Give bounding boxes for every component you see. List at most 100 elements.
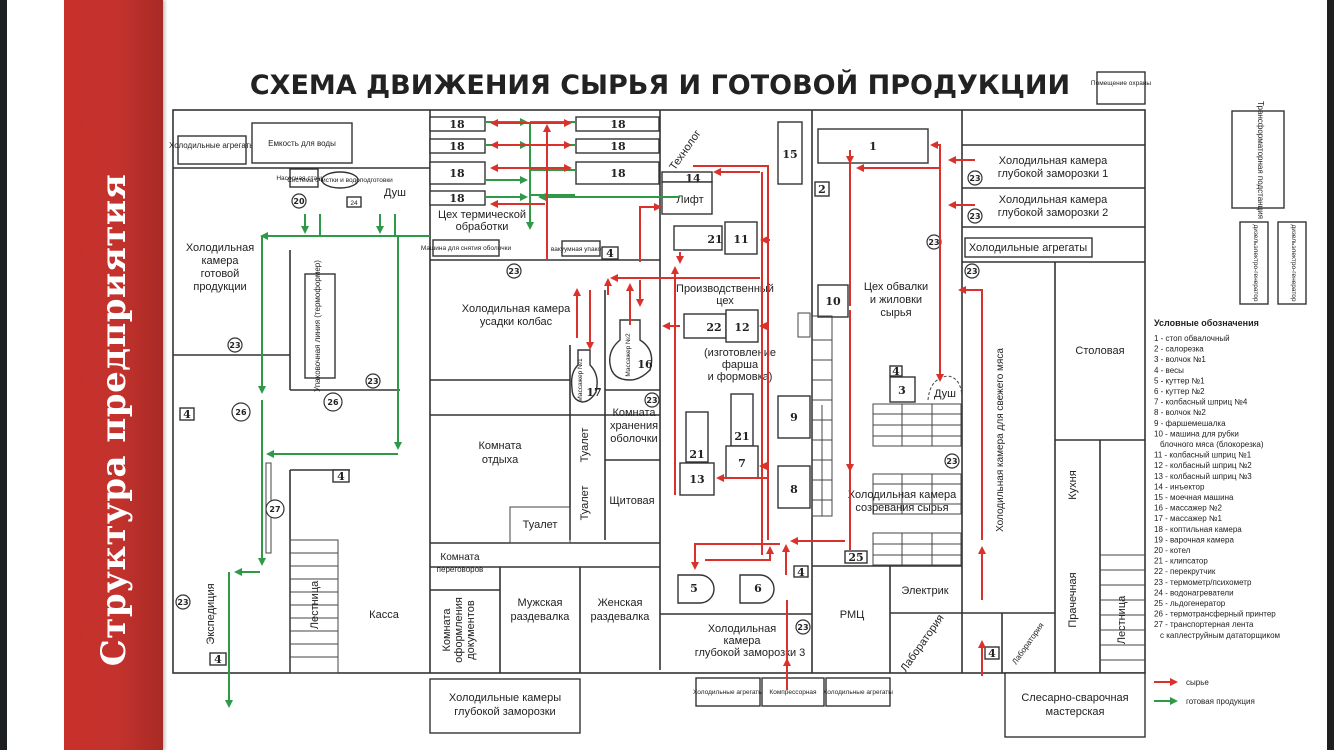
cold-units-bottom-2 — [825, 677, 891, 707]
diesel-generator-2 — [1277, 221, 1307, 305]
canteen-label: Столовая — [1075, 345, 1124, 357]
cold-units-top-label: Холодильные агрегаты — [169, 141, 255, 150]
legend-item: 12 - колбасный шприц №2 — [1154, 461, 1252, 470]
transformer-label: Трансформаторная подстанция — [1256, 101, 1265, 219]
electrician-label: Электрик — [901, 585, 948, 597]
svg-text:18: 18 — [610, 118, 626, 131]
legend-item: 8 - волчок №2 — [1154, 408, 1206, 417]
scales-4b — [889, 365, 903, 377]
kitchen-label: Кухня — [1067, 470, 1079, 499]
svg-text:11: 11 — [733, 233, 748, 246]
cold-units-bottom-2-label: Холодильные агрегаты — [823, 689, 893, 696]
svg-text:18: 18 — [449, 118, 465, 131]
svg-text:5: 5 — [690, 582, 698, 595]
ice-generator-25 — [844, 550, 868, 564]
rmc-label: РМЦ — [840, 609, 865, 621]
svg-text:23: 23 — [229, 341, 240, 350]
svg-text:18: 18 — [610, 167, 626, 180]
scales-4f — [209, 652, 227, 666]
svg-text:4: 4 — [606, 247, 614, 260]
legend-raw-label: сырье — [1186, 678, 1209, 687]
legend-item: 9 - фаршемешалка — [1154, 419, 1226, 428]
svg-text:18: 18 — [449, 167, 465, 180]
cold-units-top — [177, 135, 247, 165]
stairs-left — [289, 539, 339, 674]
block-cutter-10 — [817, 284, 849, 318]
legend: Условные обозначения — [1154, 318, 1259, 328]
packing-line-label: Упаковочная линия (термоформер) — [313, 260, 322, 392]
svg-text:23: 23 — [508, 267, 519, 276]
water-treatment — [321, 171, 359, 189]
svg-text:23: 23 — [946, 457, 957, 466]
legend-item: 22 - перекрутчик — [1154, 567, 1216, 576]
svg-text:4: 4 — [183, 408, 191, 421]
toilet-2-label: Туалет — [579, 486, 591, 521]
toilet-3-label: Туалет — [523, 519, 558, 531]
marker-circles: 20 24 23 23 23 23 23 23 23 23 23 23 23 2… — [175, 170, 983, 635]
vacuum-packing-label: вакуумная упаковка — [551, 246, 612, 253]
laboratory-2-label: Лаборатория — [1010, 621, 1045, 666]
security-room — [1096, 71, 1146, 105]
packing-line — [304, 273, 336, 379]
diesel2-label: дизельэлектро-генератор — [1290, 224, 1297, 301]
massager-16-number: 16 — [637, 358, 653, 371]
legend-item: 23 - термометр/психометр — [1154, 578, 1252, 587]
massager-17-number: 17 — [586, 386, 601, 399]
pump-station-label: Насосная станция — [276, 175, 332, 182]
legend-item: блочного мяса (блокорезка) — [1160, 440, 1264, 449]
filler-11 — [724, 221, 758, 255]
svg-text:23: 23 — [646, 396, 657, 405]
svg-text:12: 12 — [734, 321, 749, 334]
water-tank — [251, 122, 353, 164]
screen-edge-left — [0, 0, 7, 750]
svg-text:2: 2 — [818, 183, 826, 196]
casing-removal-label: Машина для снятия оболочки — [421, 244, 512, 252]
shower-top-label: Душ — [384, 187, 406, 199]
filler-13 — [679, 462, 715, 496]
freezers-bottom — [429, 678, 581, 734]
workshop — [1004, 672, 1146, 738]
legend-item: 5 - куттер №1 — [1154, 376, 1205, 385]
vacuum-packing — [561, 240, 601, 257]
legend-item: 26 - термотрансферный принтер — [1154, 610, 1276, 619]
legend-title: Условные обозначения — [1154, 318, 1259, 328]
svg-text:8: 8 — [790, 483, 798, 496]
legend-item: 19 - варочная камера — [1154, 535, 1234, 544]
legend-item: 25 - льдогенератор — [1154, 599, 1226, 608]
legend-item: 14 - инъектор — [1154, 482, 1205, 491]
svg-text:6: 6 — [754, 582, 762, 595]
compressor-label: Компрессорная — [769, 689, 817, 696]
filler-12 — [725, 309, 759, 343]
legend-item: 11 - колбасный шприц №1 — [1154, 451, 1252, 460]
svg-text:10: 10 — [825, 295, 841, 308]
scales-4e — [332, 469, 350, 483]
svg-text:18: 18 — [449, 140, 465, 153]
water-tank-label: Емкость для воды — [268, 139, 336, 148]
cutter-6 — [739, 574, 775, 604]
svg-text:4: 4 — [214, 653, 222, 666]
scales-4g — [984, 646, 1000, 660]
svg-text:3: 3 — [898, 384, 906, 397]
svg-text:18: 18 — [610, 140, 626, 153]
diagram-title: СХЕМА ДВИЖЕНИЯ СЫРЬЯ И ГОТОВОЙ ПРОДУКЦИИ — [250, 69, 1070, 101]
cold-units-bottom-1-label: Холодильные агрегаты — [693, 689, 763, 696]
cashier-label: Касса — [369, 609, 400, 621]
cutter-5 — [677, 574, 715, 604]
clipper-21b — [685, 411, 709, 463]
legend-item: 24 - водонагреватели — [1154, 588, 1234, 597]
smoke-chambers: 18 18 18 18 18 18 18 — [429, 116, 660, 206]
transformer-station — [1231, 110, 1285, 209]
svg-text:26: 26 — [235, 408, 247, 417]
